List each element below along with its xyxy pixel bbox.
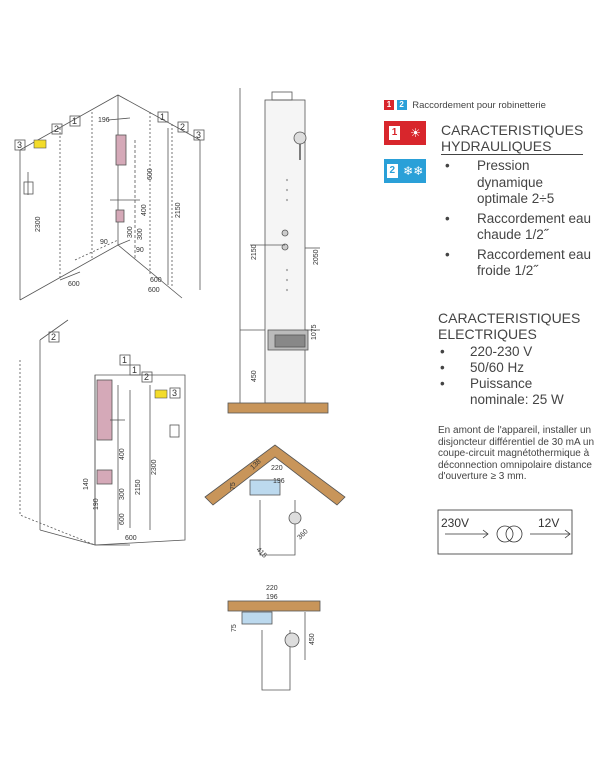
svg-text:2150: 2150 (135, 479, 142, 495)
svg-text:600: 600 (125, 535, 137, 542)
svg-text:220: 220 (271, 465, 283, 472)
svg-text:600: 600 (150, 277, 162, 284)
wall-plan-dims: 220 196 75 450 (231, 585, 316, 645)
transformer-diagram: 230V 12V (437, 509, 573, 555)
wall-plan-drawing (227, 600, 321, 691)
tag-2-c: 2 (51, 332, 56, 342)
wall-installation-drawing (19, 319, 186, 546)
svg-text:90: 90 (136, 247, 144, 254)
svg-text:196: 196 (266, 594, 278, 601)
svg-text:400: 400 (141, 204, 148, 216)
svg-text:450: 450 (251, 370, 258, 382)
svg-text:220: 220 (266, 585, 278, 592)
tag-1-c: 1 (122, 355, 127, 365)
tag-1-d: 1 (132, 365, 137, 375)
electrical-title: CARACTERISTIQUES ELECTRIQUES (438, 310, 581, 342)
svg-text:2050: 2050 (313, 249, 320, 265)
electric-socket-icon (169, 424, 180, 438)
hydraulic-item: Raccordement eau chaude 1/2˝ (441, 211, 597, 244)
corner-drawing-dims: 196 600 400 90 300 300 600 2150 2300 90 … (35, 117, 182, 294)
svg-text:300: 300 (137, 228, 144, 240)
svg-text:300: 300 (119, 488, 126, 500)
transformer-output: 12V (538, 516, 559, 530)
hydraulic-item: Raccordement eau froide 1/2˝ (441, 247, 597, 280)
svg-text:2150: 2150 (251, 244, 258, 260)
hot-badge-number: 1 (389, 126, 401, 140)
corner-drawing-tags: 3 2 1 1 2 3 (14, 111, 205, 195)
svg-text:1075: 1075 (311, 324, 318, 340)
sun-icon: ☀ (410, 126, 421, 140)
hydraulic-title: CARACTERISTIQUES HYDRAULIQUES (441, 122, 584, 155)
svg-text:196: 196 (98, 117, 110, 124)
svg-text:2300: 2300 (35, 216, 42, 232)
tag-2-a: 2 (54, 124, 59, 134)
legend: 1 2 Raccordement pour robinetterie (384, 100, 546, 111)
junction-box-icon (154, 389, 168, 399)
electrical-list: 220-230 V 50/60 Hz Puissance nominale: 2… (438, 344, 580, 408)
tag-3-c: 3 (172, 388, 177, 398)
svg-text:300: 300 (127, 226, 134, 238)
tag-3-b: 3 (196, 130, 201, 140)
svg-text:75: 75 (230, 482, 237, 490)
tag-1-a: 1 (72, 116, 77, 126)
svg-text:360: 360 (296, 528, 309, 541)
junction-box-icon (33, 139, 47, 149)
svg-text:190: 190 (93, 498, 100, 510)
svg-text:2300: 2300 (151, 459, 158, 475)
tag-2-b: 2 (180, 122, 185, 132)
electrical-item: 220-230 V (438, 344, 580, 360)
cold-water-badge: 2 ❄❄ (384, 159, 426, 183)
svg-text:600: 600 (147, 168, 154, 180)
transformer-input: 230V (441, 516, 469, 530)
svg-text:600: 600 (68, 281, 80, 288)
corner-installation-drawing (19, 94, 201, 301)
svg-text:600: 600 (119, 513, 126, 525)
cold-badge-number: 2 (386, 164, 398, 178)
electrical-note: En amont de l'appareil, installer un dis… (438, 425, 595, 482)
legend-num-2: 2 (396, 100, 407, 111)
snowflake-icon: ❄❄ (403, 164, 424, 178)
svg-text:450: 450 (309, 633, 316, 645)
hydraulic-item: Pression dynamique optimale 2÷5 (441, 158, 597, 208)
hydraulic-list: Pression dynamique optimale 2÷5 Raccorde… (441, 158, 597, 283)
svg-text:600: 600 (148, 287, 160, 294)
electrical-item: Puissance nominale: 25 W (438, 376, 580, 408)
svg-text:2150: 2150 (175, 202, 182, 218)
tag-3-a: 3 (17, 140, 22, 150)
wall-drawing-tags: 2 1 3 2 1 (48, 331, 181, 438)
svg-text:140: 140 (83, 478, 90, 490)
panel-dims: 2150 2050 1075 450 (251, 244, 320, 382)
svg-text:400: 400 (119, 448, 126, 460)
corner-plan-drawing (204, 444, 346, 556)
electrical-item: 50/60 Hz (438, 360, 580, 376)
svg-text:415: 415 (255, 546, 268, 559)
shower-panel-drawing (227, 88, 329, 414)
electric-socket-icon (23, 181, 34, 195)
svg-text:75: 75 (231, 624, 238, 632)
svg-text:196: 196 (273, 478, 285, 485)
legend-text: Raccordement pour robinetterie (412, 100, 546, 111)
tag-1-b: 1 (160, 112, 165, 122)
wall-drawing-dims: 400 300 600 140 190 2150 2300 600 (83, 448, 158, 542)
legend-num-1: 1 (384, 100, 394, 111)
hot-water-badge: 1 ☀ (384, 121, 426, 145)
svg-text:90: 90 (100, 239, 108, 246)
tag-2-d: 2 (144, 372, 149, 382)
